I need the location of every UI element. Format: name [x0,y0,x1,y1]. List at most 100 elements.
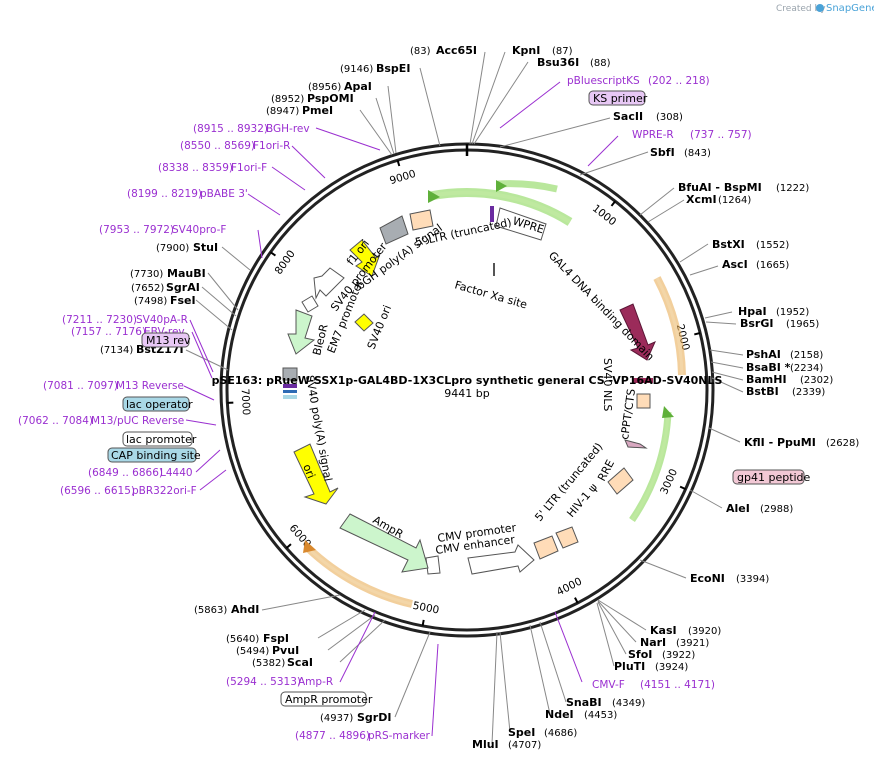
site-name: KflI - PpuMI [744,436,816,449]
tick-mark [396,159,401,167]
site-pos: (83) [410,46,431,57]
primer-name: F1ori-R [253,140,290,152]
site-name: BstBI [746,385,779,398]
primer-pos: (7062 .. 7084) [18,415,93,427]
site-pos: (4349) [612,698,645,709]
tick-label: 1000 [590,202,618,228]
primer-name: SV40pA-R [136,314,188,326]
tick-label: 9000 [388,168,417,187]
site-pos: (5863) [194,605,227,616]
primer-pos: (8199 .. 8219) [127,188,202,200]
site-pos: (2339) [792,387,825,398]
site-name: SacII [613,110,643,123]
tick-mark [269,251,277,257]
boxed-label: KS primer [593,92,648,105]
site-pos: (7730) [130,269,163,280]
site-pos: (1665) [756,260,789,271]
primer-leader-lines [183,81,619,737]
site-pos: (1965) [786,319,819,330]
feature-arrows [282,180,686,608]
tick-mark [679,485,686,491]
boxed-label: gp41 peptide [737,471,811,484]
site-pos: (2302) [800,375,833,386]
site-pos: (308) [656,112,683,123]
primer-name: pBABE 3' [200,188,248,200]
site-name: ScaI [287,656,313,669]
site-pos: (4707) [508,740,541,751]
primer-name: Amp-R [298,676,333,688]
site-pos: (2988) [760,504,793,515]
primer-pos: (4151 .. 4171) [640,679,715,691]
site-pos: (2158) [790,350,823,361]
site-name: MauBI [167,267,206,280]
primer-name: L4440 [160,467,193,479]
site-name: HpaI [738,305,767,318]
boxed-labels: KS primer gp41 peptide M13 rev lac opera… [107,90,811,707]
primer-labels: pBluescriptKS (202 .. 218) WPRE-R (737 .… [18,75,752,742]
site-pos: (3394) [736,574,769,585]
site-pos: (5494) [236,646,269,657]
site-name: PspOMI [307,92,354,105]
feature-label-ori: ori [300,462,317,480]
tick-label: 8000 [273,248,298,277]
site-pos: (3921) [676,638,709,649]
primer-pos: (4877 .. 4896) [295,730,370,742]
boxed-label: CAP binding site [111,449,201,462]
site-pos: (4686) [544,728,577,739]
site-pos: (1222) [776,183,809,194]
primer-pos: (6849 .. 6866) [88,467,163,479]
site-pos: (4453) [584,710,617,721]
tick-mark [610,200,616,207]
site-name: SbfI [650,146,675,159]
primer-pos: (5294 .. 5313) [226,676,301,688]
primer-pos: (737 .. 757) [690,129,752,141]
site-pos: (8956) [308,82,341,93]
site-name: PluTI [614,660,645,673]
tick-label: 3000 [658,467,680,496]
site-name: BsaBI * [746,361,791,374]
primer-pos: (7081 .. 7097) [43,380,118,392]
site-pos: (1264) [718,195,751,206]
site-name: BamHI [746,373,787,386]
tick-mark [285,543,292,549]
tick-label: 4000 [555,575,584,598]
site-name: PshAI [746,348,781,361]
plasmid-length: 9441 bp [444,387,489,400]
site-name: FspI [263,632,289,645]
tick-mark [574,597,579,604]
site-pos: (8952) [271,94,304,105]
feature-label-cppt: cPPT/CTS [618,388,638,440]
site-name: PvuI [272,644,299,657]
site-pos: (2234) [790,363,823,374]
primer-pos: (7157 .. 7176) [71,326,146,338]
site-name: FseI [170,294,196,307]
site-pos: (3924) [655,662,688,673]
primer-pos: (7953 .. 7972) [99,224,174,236]
site-name: EcoNI [690,572,725,585]
site-pos: (87) [552,46,573,57]
site-name: MluI [472,738,499,751]
primer-pos: (7211 .. 7230) [62,314,137,326]
feature-label-gal4: GAL4 DNA binding domain [546,249,657,363]
site-name: KpnI [512,44,540,57]
site-name: XcmI [686,193,717,206]
primer-name: BGH-rev [266,123,310,135]
primer-pos: (8915 .. 8932) [193,123,268,135]
site-name: BspEI [376,62,410,75]
site-pos: (5382) [252,658,285,669]
site-pos: (5640) [226,634,259,645]
site-pos: (1552) [756,240,789,251]
site-pos: (7652) [131,283,164,294]
primer-name: M13/pUC Reverse [91,415,184,427]
site-name: BsrGI [740,317,773,330]
site-name: SnaBI [566,696,602,709]
site-name: SpeI [508,726,535,739]
site-name: SfoI [628,648,652,661]
site-leader-lines [185,51,744,745]
site-name: NarI [640,636,666,649]
tick-mark [421,619,425,627]
site-pos: (8947) [266,106,299,117]
site-name: Acc65I [436,44,477,57]
site-pos: (2628) [826,438,859,449]
